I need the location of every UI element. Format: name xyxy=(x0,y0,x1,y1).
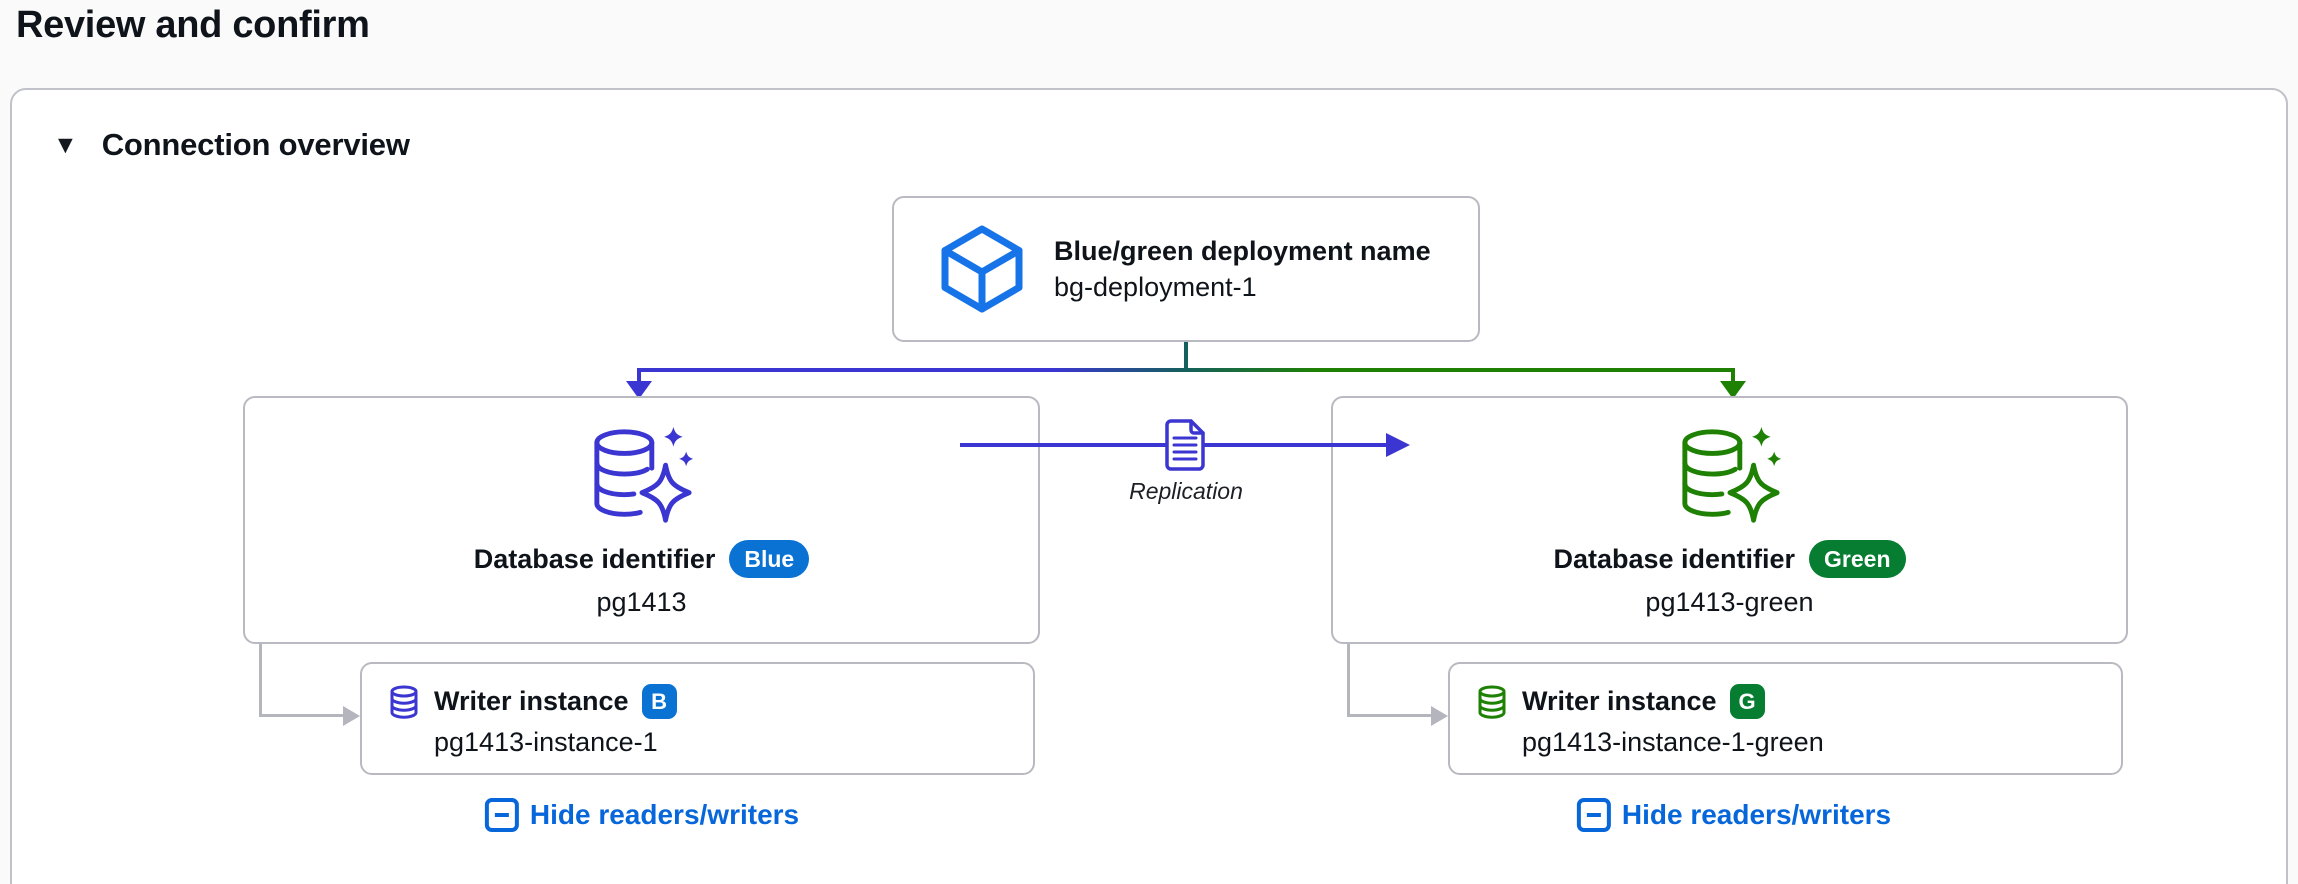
section-title: Connection overview xyxy=(102,127,410,163)
blue-writer-value: pg1413-instance-1 xyxy=(434,727,677,757)
blue-badge: Blue xyxy=(729,540,809,578)
hide-readers-writers-link-green[interactable]: Hide readers/writers xyxy=(1577,798,1891,832)
green-writer-connector-h xyxy=(1347,714,1433,717)
database-sparkle-icon-blue xyxy=(587,424,697,530)
blue-writer-label: Writer instance xyxy=(434,686,629,717)
green-db-value: pg1413-green xyxy=(1645,586,1813,618)
green-badge: Green xyxy=(1809,540,1905,578)
blue-writer-arrowhead-icon xyxy=(343,706,360,726)
database-icon-blue-writer xyxy=(389,685,419,719)
collapse-minus-icon xyxy=(1577,798,1611,832)
green-writer-arrowhead-icon xyxy=(1431,706,1448,726)
blue-writer-node: Writer instance B pg1413-instance-1 xyxy=(360,662,1035,775)
replication-label: Replication xyxy=(1066,478,1306,505)
branch-line xyxy=(637,368,1735,372)
blue-db-value: pg1413 xyxy=(596,586,686,618)
blue-writer-badge: B xyxy=(642,684,677,719)
green-writer-label: Writer instance xyxy=(1522,686,1717,717)
collapse-minus-icon xyxy=(485,798,519,832)
green-db-label: Database identifier xyxy=(1553,544,1795,575)
deployment-label: Blue/green deployment name xyxy=(1054,233,1431,269)
toggle-label: Hide readers/writers xyxy=(530,799,799,831)
section-header[interactable]: ▼ Connection overview xyxy=(53,127,410,163)
hide-readers-writers-link-blue[interactable]: Hide readers/writers xyxy=(485,798,799,832)
blue-writer-connector-v xyxy=(259,644,262,717)
green-database-node: Database identifier Green pg1413-green xyxy=(1331,396,2128,644)
blue-writer-connector-h xyxy=(259,714,345,717)
green-writer-badge: G xyxy=(1730,684,1765,719)
blue-db-label: Database identifier xyxy=(474,544,716,575)
replication-arrowhead-icon xyxy=(1386,433,1410,457)
green-writer-connector-v xyxy=(1347,644,1350,717)
blue-database-node: Database identifier Blue pg1413 xyxy=(243,396,1040,644)
cube-icon xyxy=(938,223,1026,315)
toggle-label: Hide readers/writers xyxy=(1622,799,1891,831)
green-writer-value: pg1413-instance-1-green xyxy=(1522,727,1824,757)
deployment-value: bg-deployment-1 xyxy=(1054,269,1431,305)
deployment-stem-line xyxy=(1184,342,1188,370)
deployment-node: Blue/green deployment name bg-deployment… xyxy=(892,196,1480,342)
database-icon-green-writer xyxy=(1477,685,1507,719)
database-sparkle-icon-green xyxy=(1675,424,1785,530)
green-writer-node: Writer instance G pg1413-instance-1-gree… xyxy=(1448,662,2123,775)
collapse-caret-icon[interactable]: ▼ xyxy=(53,133,78,158)
replication-document-icon xyxy=(1162,418,1208,472)
